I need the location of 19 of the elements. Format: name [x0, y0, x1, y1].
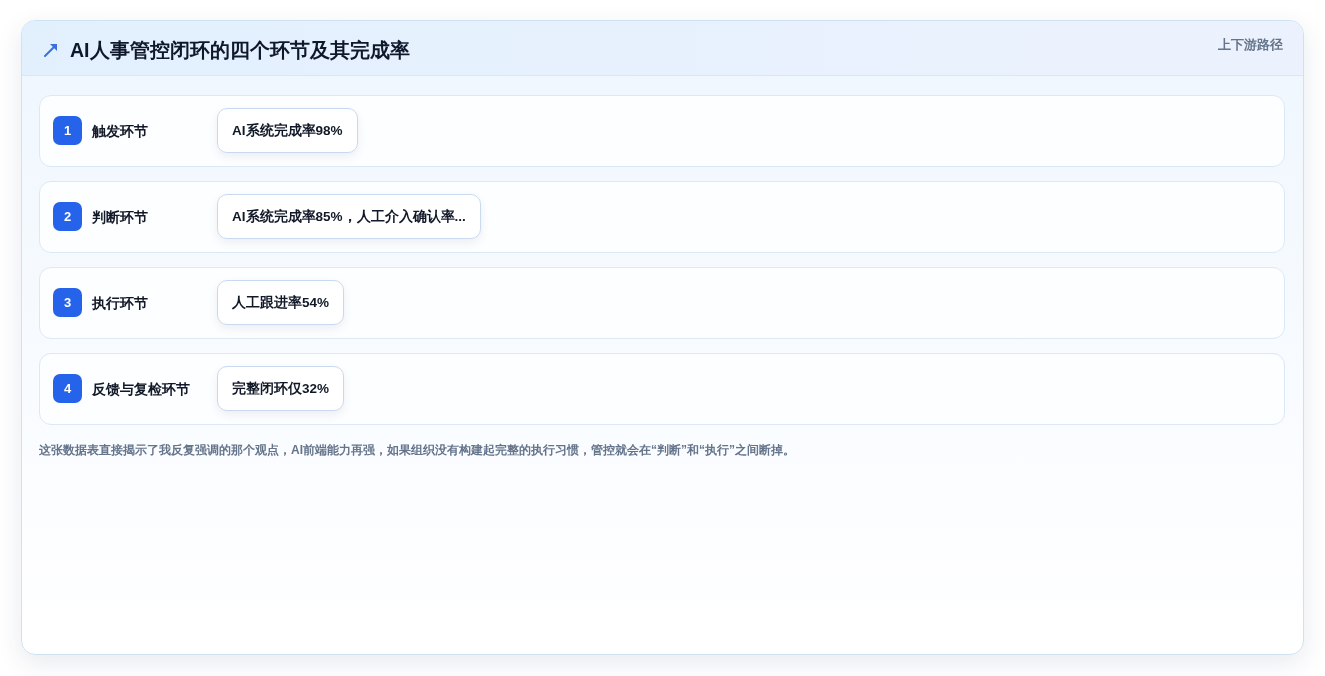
stage-row [39, 267, 1285, 339]
value-chip: 人工跟进率54% [217, 280, 345, 325]
stage-row [39, 95, 1285, 167]
number-badge: 1 [53, 116, 82, 145]
caption: 这张数据表直接揭示了我反复强调的那个观点，AI前端能力再强，如果组织没有构建起完整的执行习惯，管控就会在“判断”和“执行”之间断掉。 [39, 442, 795, 458]
number-badge: 4 [53, 374, 82, 403]
number-badge: 3 [53, 288, 82, 317]
stage-label: 判断环节 [92, 208, 148, 226]
value-chip: AI系统完成率85%，人工介入确认率... [217, 194, 481, 239]
stage-label: 触发环节 [92, 122, 148, 140]
number-badge: 2 [53, 202, 82, 231]
value-chip: AI系统完成率98% [217, 108, 358, 153]
stage-label: 执行环节 [92, 294, 148, 312]
value-chip: 完整闭环仅32% [217, 366, 345, 411]
corner-label: 上下游路径 [1218, 36, 1283, 54]
title: AI人事管控闭环的四个环节及其完成率 [70, 38, 410, 63]
stage-label: 反馈与复检环节 [92, 380, 190, 398]
stage-row [39, 353, 1285, 425]
stage-row [39, 181, 1285, 253]
